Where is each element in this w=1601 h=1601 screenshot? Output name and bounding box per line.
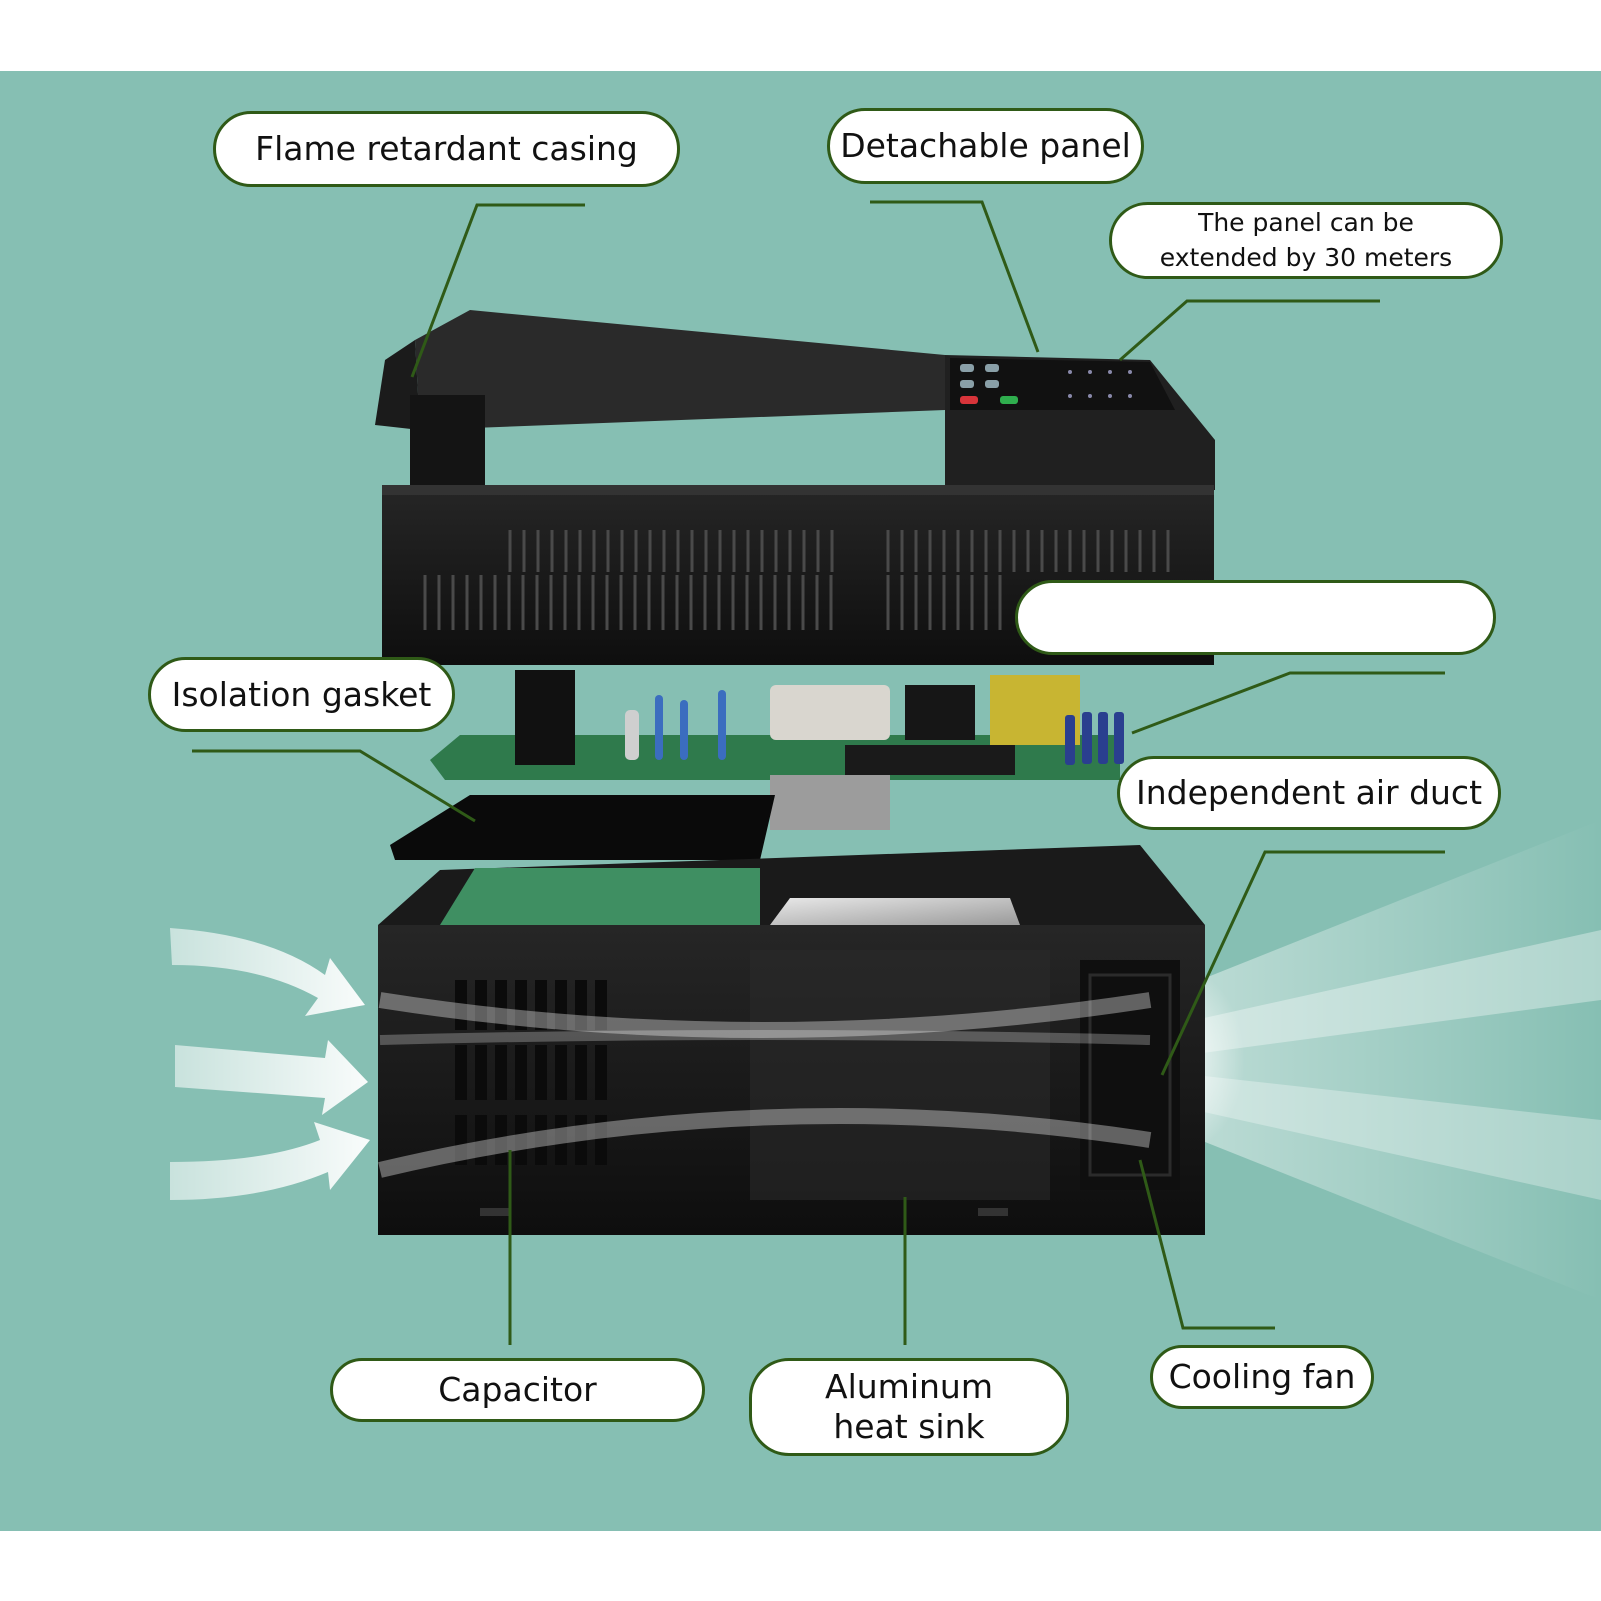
callout-label: Capacitor [438, 1370, 597, 1410]
top-casing [375, 310, 1215, 665]
cooling-fan-icon [1080, 960, 1180, 1190]
internal-airflow [378, 992, 1152, 1178]
callout-label-line-2: extended by 30 meters [1159, 242, 1453, 272]
callout-label: Flame retardant casing [255, 129, 638, 169]
diagram-panel: Flame retardant casing Detachable panel … [0, 71, 1601, 1531]
leader-lines [192, 200, 1445, 1345]
isolation-gasket-sheet [390, 795, 775, 860]
callout-label: Cooling fan [1168, 1357, 1356, 1397]
callout-cooling-fan: Cooling fan [1150, 1345, 1374, 1409]
callout-aluminum-heat-sink: Aluminum heat sink [749, 1358, 1069, 1456]
casing-vents [423, 530, 1170, 630]
callout-independent-air-duct: Independent air duct [1117, 756, 1501, 830]
callout-label: Isolation gasket [171, 674, 432, 714]
circuit-board-icon [430, 670, 1124, 830]
callout-label: Detachable panel [840, 126, 1131, 166]
callout-isolation-gasket: Isolation gasket [148, 657, 455, 732]
callout-label-line-2: heat sink [833, 1407, 985, 1446]
callout-label-line-1: The panel can be [1198, 208, 1414, 237]
device-illustration [170, 200, 1601, 1345]
callout-panel-extension: The panel can be extended by 30 meters [1109, 202, 1503, 279]
callout-label: Independent air duct [1135, 773, 1483, 813]
keypad-icon [960, 364, 1132, 404]
airflow-arrow-icon [170, 928, 370, 1200]
callout-detachable-panel: Detachable panel [827, 108, 1144, 184]
callout-blank [1015, 580, 1496, 655]
callout-capacitor: Capacitor [330, 1358, 705, 1422]
lower-housing [378, 845, 1205, 1235]
callout-flame-retardant-casing: Flame retardant casing [213, 111, 680, 187]
callout-label-line-1: Aluminum [825, 1367, 993, 1407]
